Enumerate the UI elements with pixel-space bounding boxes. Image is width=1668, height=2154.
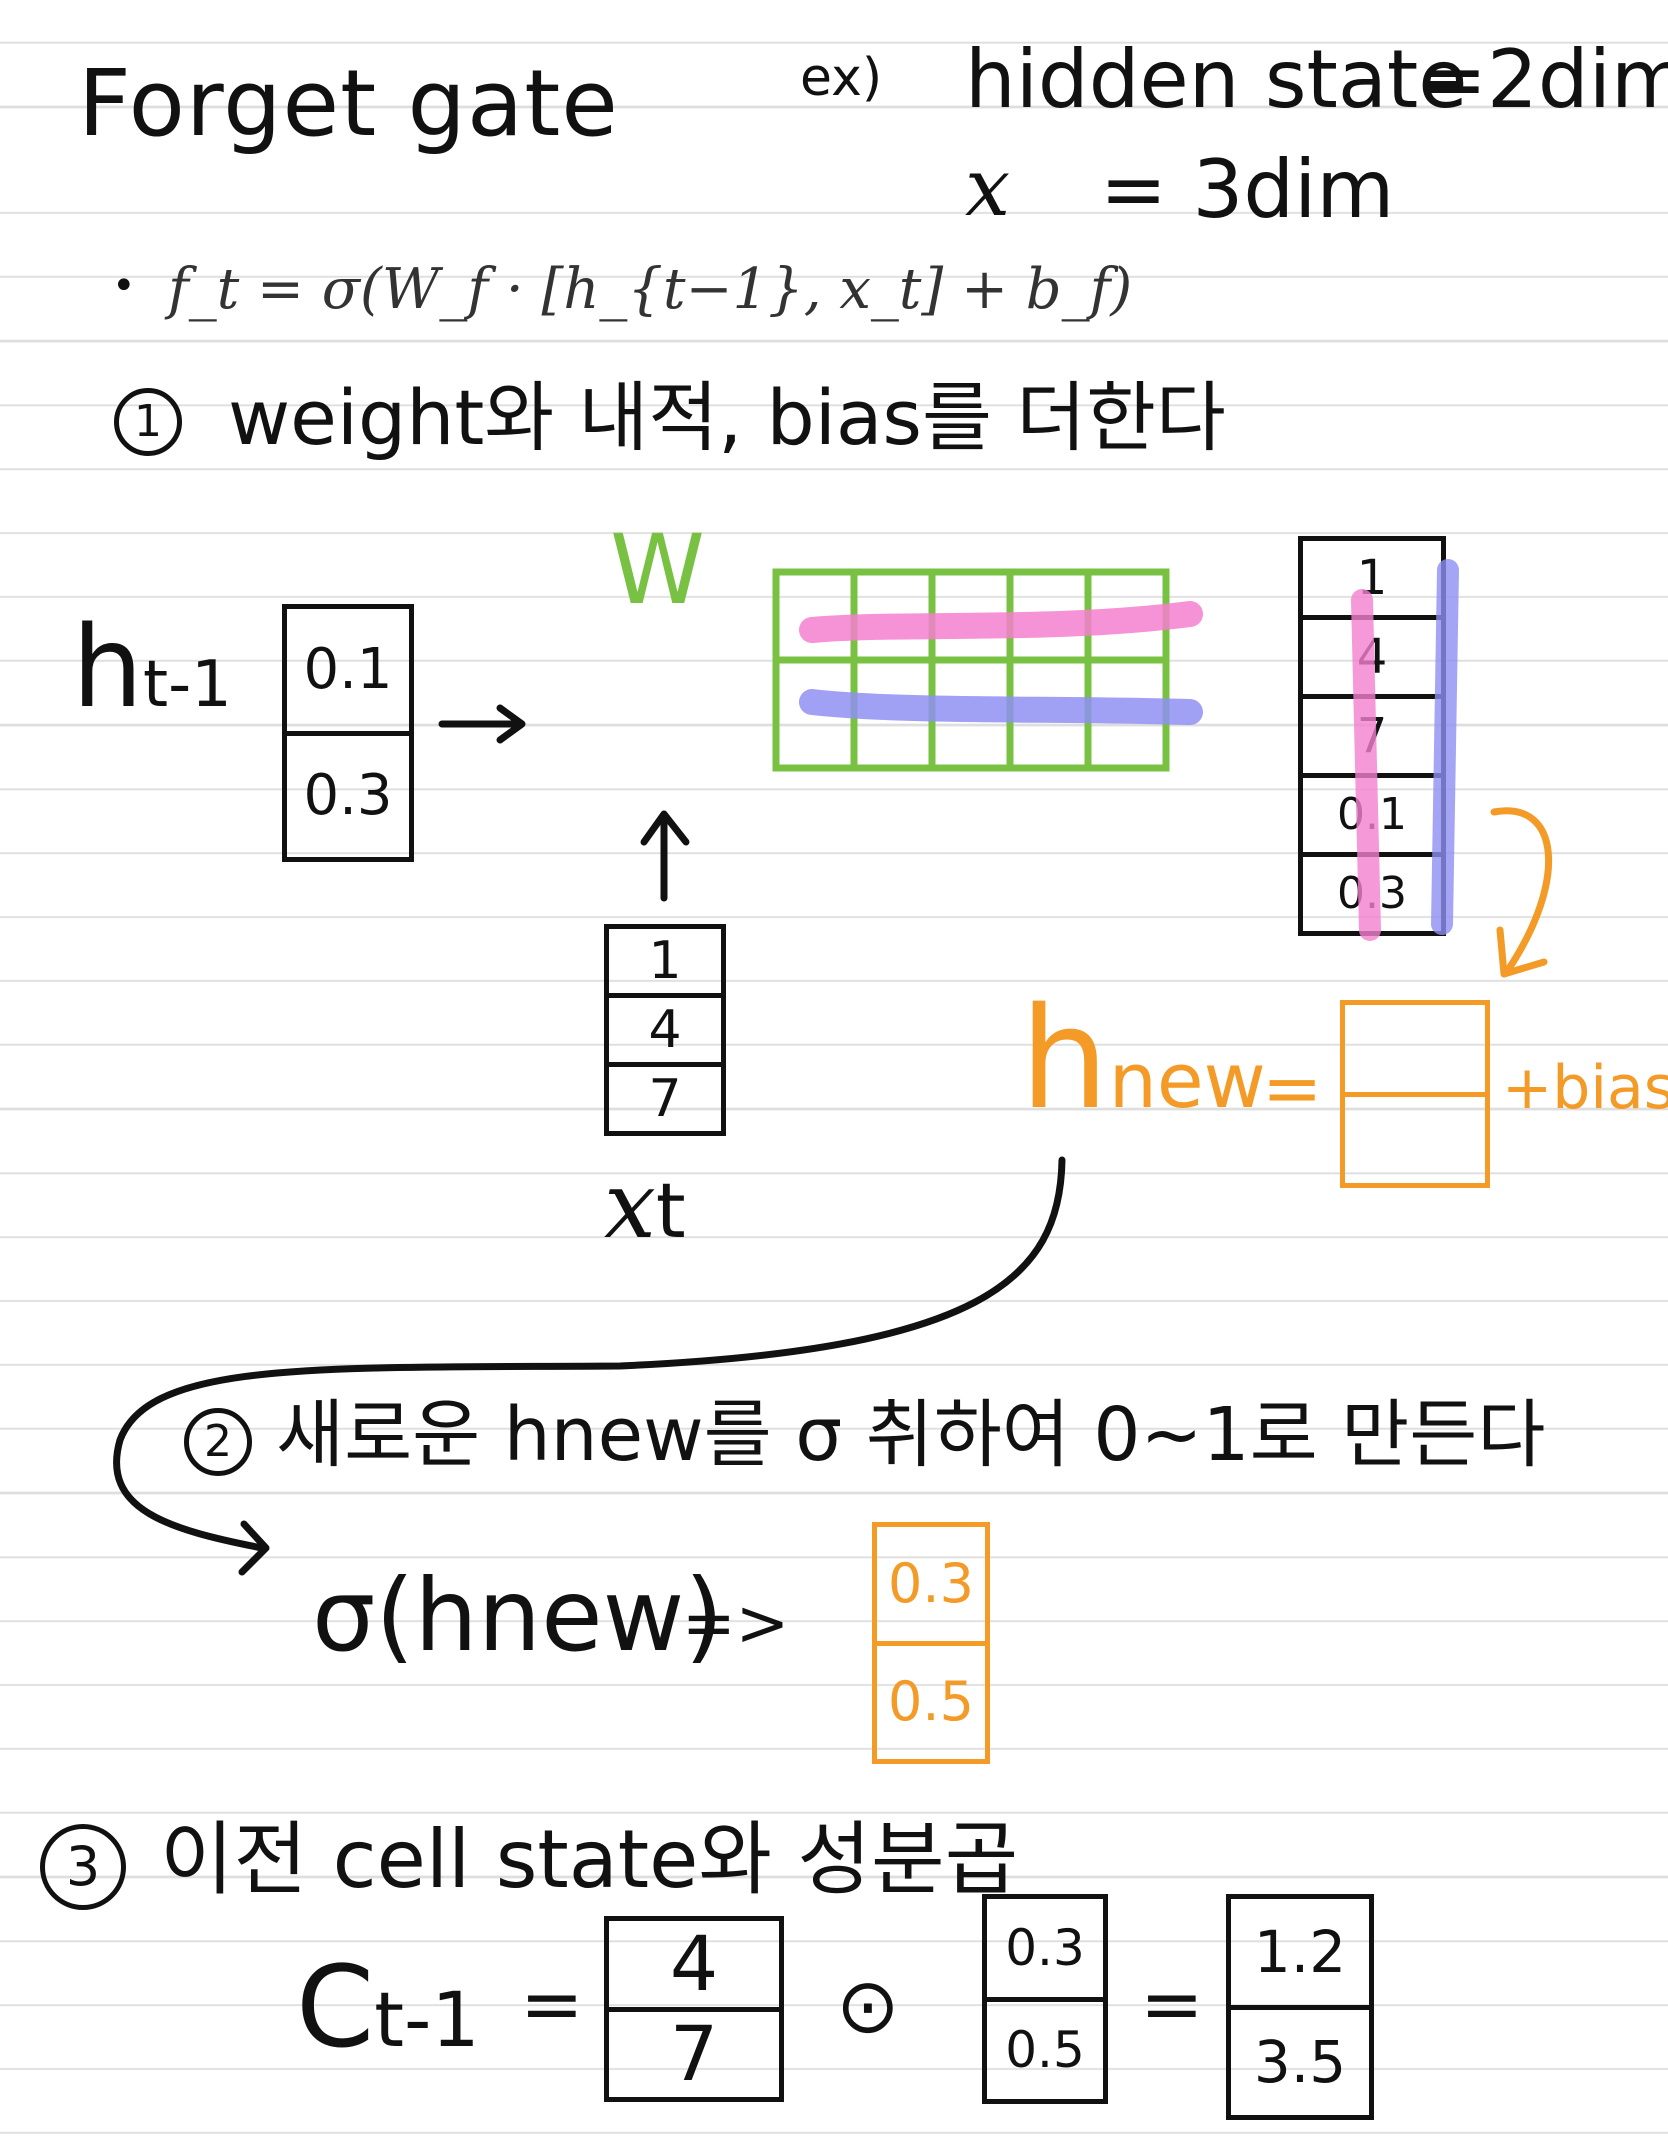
- x-t-cell: 1: [648, 931, 682, 991]
- x-t-label: xt: [604, 1160, 686, 1252]
- sigma-output-cell: 0.3: [888, 1551, 974, 1615]
- h-prev-cell: 0.1: [303, 636, 393, 702]
- step2-number-text: 2: [204, 1416, 232, 1467]
- h-prev-vector: 0.1 0.3: [282, 604, 414, 862]
- c-prev-cell: 4: [669, 1918, 719, 2008]
- x-t-vector: 1 4 7: [604, 924, 726, 1136]
- hnew-vector: [1340, 1000, 1490, 1188]
- weight-grid-border: [772, 568, 1170, 772]
- x-dim-label: x: [965, 141, 1011, 234]
- x-t-label-main: x: [604, 1152, 656, 1259]
- blue-row-highlight: [799, 689, 1203, 725]
- c-prev-label-sub: t-1: [374, 1975, 480, 2064]
- c-prev-equals: =: [520, 1959, 584, 2048]
- step2-number: 2: [184, 1408, 252, 1476]
- result-equals: =: [1140, 1959, 1204, 2048]
- x-t-label-sub: t: [655, 1166, 686, 1255]
- page-title: Forget gate: [78, 50, 619, 157]
- odot-operator: ⊙: [836, 1961, 900, 2050]
- pink-row-highlight: [799, 601, 1203, 643]
- h-prev-label-sub: t-1: [142, 648, 232, 722]
- hnew-label: hnew: [1020, 990, 1266, 1130]
- h-prev-cell: 0.3: [287, 730, 409, 858]
- c-prev-cell: 7: [609, 2006, 779, 2098]
- h-prev-label-main: h: [72, 603, 143, 733]
- step2-text: 새로운 hnew를 σ 취하여 0~1로 만든다: [276, 1392, 1546, 1478]
- sigma-output-cell: 0.5: [877, 1640, 985, 1760]
- pink-column-highlight: [1351, 589, 1381, 941]
- hnew-equals: =: [1262, 1046, 1323, 1130]
- gate-cell: 0.3: [1005, 1918, 1085, 1977]
- step3-number: 3: [40, 1824, 126, 1910]
- sigma-arrow: =>: [682, 1587, 790, 1661]
- gate-vector: 0.3 0.5: [982, 1894, 1108, 2104]
- hidden-state-label: hidden state: [965, 33, 1468, 126]
- hnew-label-main: h: [1020, 978, 1109, 1141]
- hidden-state-value: =2dim: [1420, 33, 1668, 126]
- result-cell: 1.2: [1253, 1917, 1347, 1986]
- h-prev-label: ht-1: [72, 612, 232, 724]
- x-t-up-arrow: [640, 810, 690, 902]
- c-prev-label: Ct-1: [296, 1952, 480, 2064]
- c-prev-label-main: C: [296, 1943, 375, 2073]
- blue-column-highlight: [1431, 559, 1459, 935]
- hnew-plus-bias: +bias: [1502, 1053, 1668, 1123]
- h-prev-arrow: [438, 704, 526, 744]
- c-prev-vector: 4 7: [604, 1916, 784, 2102]
- forget-gate-formula: f_t = σ(W_f · [h_{t−1}, x_t] + b_f): [168, 257, 1133, 322]
- example-marker: ex): [800, 48, 883, 108]
- result-cell: 3.5: [1231, 2004, 1369, 2116]
- x-t-cell: 4: [609, 993, 721, 1062]
- step1-number-text: 1: [134, 396, 162, 447]
- step1-number: 1: [114, 388, 182, 456]
- weight-label: W: [610, 514, 705, 626]
- sigma-hnew-expr: σ(hnew): [312, 1557, 724, 1674]
- sigma-output-vector: 0.3 0.5: [872, 1522, 990, 1764]
- hnew-to-sigma-arrow: [113, 1156, 1066, 1576]
- result-vector: 1.2 3.5: [1226, 1894, 1374, 2120]
- step3-number-text: 3: [65, 1835, 101, 1898]
- step3-text: 이전 cell state와 성분곱: [160, 1813, 1019, 1906]
- formula-bullet: •: [112, 263, 136, 309]
- hnew-cell-empty: [1345, 1091, 1485, 1184]
- step1-text: weight와 내적, bias를 더한다: [228, 373, 1226, 462]
- weight-matrix-grid: [772, 568, 1170, 772]
- hnew-label-sub: new: [1108, 1036, 1266, 1125]
- gate-cell: 0.5: [987, 1996, 1103, 2100]
- orange-curve-arrow: [1490, 807, 1553, 978]
- x-dim-value: = 3dim: [1100, 143, 1395, 236]
- x-t-cell: 7: [609, 1062, 721, 1131]
